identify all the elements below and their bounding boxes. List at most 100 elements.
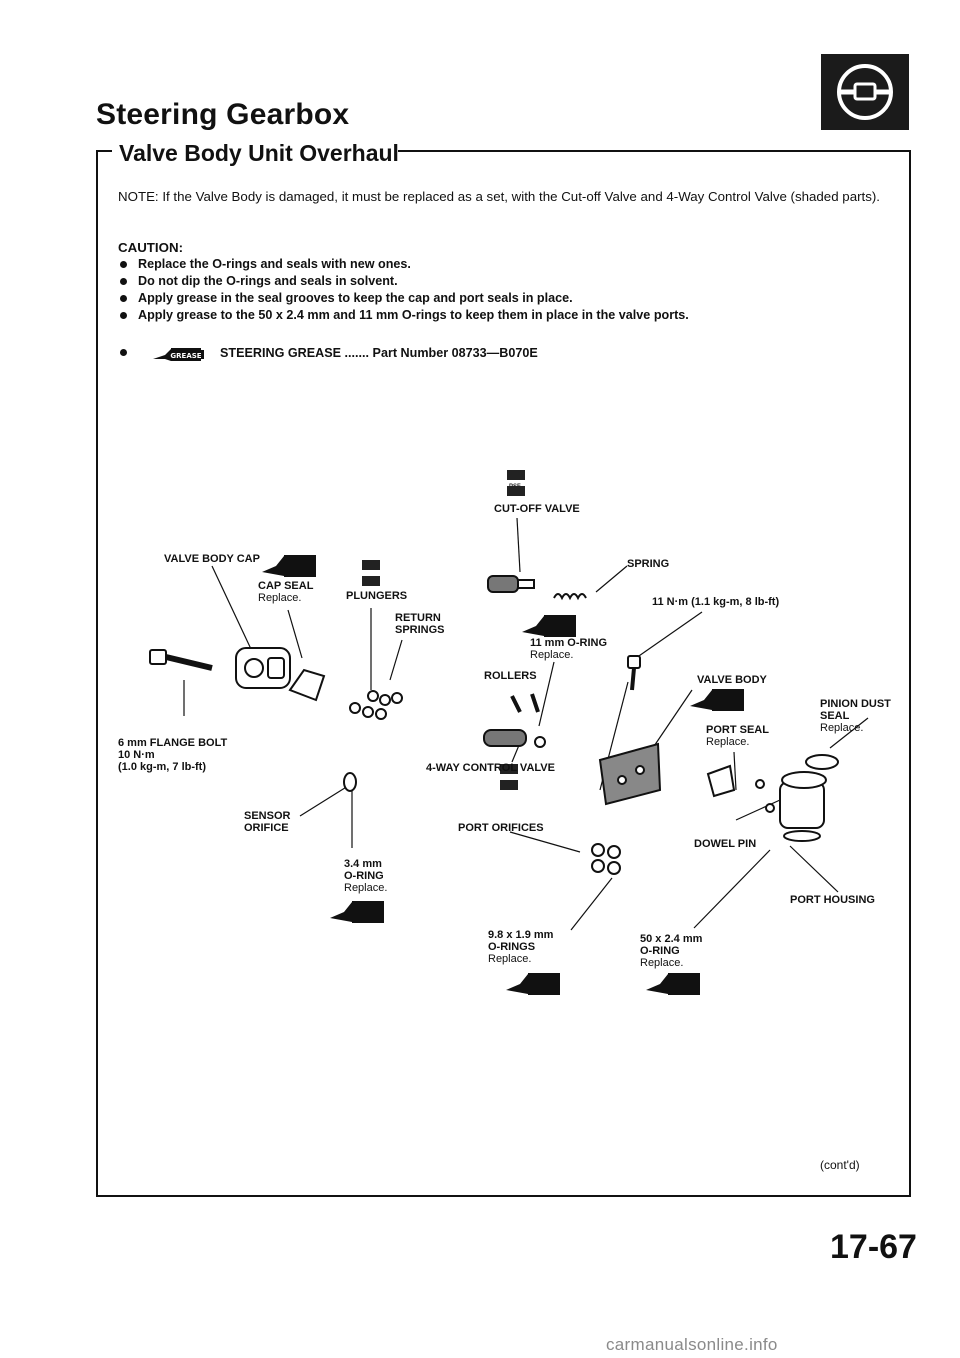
dowel-pin-icon — [755, 779, 765, 789]
port-seal-note: Replace. — [706, 736, 750, 748]
psf-badge-icon — [362, 470, 525, 790]
oring-50-line2: O-RING — [640, 945, 680, 957]
continued-note: (cont'd) — [820, 1158, 860, 1172]
oring-50-line1: 50 x 2.4 mm — [640, 933, 703, 945]
leader-oring-50 — [693, 849, 771, 929]
grease-note: GREASE STEERING GREASE ....... Part Numb… — [118, 343, 538, 363]
leader-port-orifices — [509, 831, 581, 853]
note-text: NOTE: If the Valve Body is damaged, it m… — [118, 189, 880, 204]
label-valve-body-cap: VALVE BODY CAP — [164, 553, 260, 565]
sensor-line2: ORIFICE — [244, 822, 289, 834]
label-cutoff-valve: CUT-OFF VALVE — [494, 503, 580, 515]
flange-bolt-line2: 10 N·m — [118, 749, 155, 761]
label-rollers: ROLLERS — [484, 670, 537, 682]
label-oring-34: 3.4 mm O-RING Replace. — [344, 858, 387, 894]
label-port-orifices: PORT ORIFICES — [458, 822, 544, 834]
pinion-dust-note: Replace. — [820, 722, 864, 734]
label-port-housing: PORT HOUSING — [790, 894, 875, 906]
valve-body-icon — [598, 742, 662, 806]
oring-34-line2: O-RING — [344, 870, 384, 882]
psf-badge-text: PSF — [509, 484, 521, 490]
frame-top-right — [398, 150, 909, 152]
leader-spring — [595, 565, 628, 593]
flange-bolt-line1: 6 mm FLANGE BOLT — [118, 737, 228, 749]
label-plungers: PLUNGERS — [346, 590, 408, 602]
label-torque-11: 11 N·m (1.1 kg-m, 8 lb-ft) — [652, 596, 780, 608]
plunger-icon — [349, 690, 403, 720]
leader-torque — [635, 611, 703, 659]
section-subtitle: Valve Body Unit Overhaul — [119, 140, 399, 166]
leader-cutoff-valve — [516, 517, 521, 573]
steering-wheel-icon — [821, 54, 909, 130]
port-housing-icon — [779, 771, 827, 842]
valve-body-cap-icon — [235, 647, 291, 689]
oring-34-note: Replace. — [344, 882, 388, 894]
parts — [149, 575, 839, 875]
return-springs-line1: RETURN — [395, 612, 441, 624]
leader-return-springs — [389, 639, 403, 681]
grease-badge: GREASE — [170, 352, 201, 360]
label-spring: SPRING — [627, 558, 670, 570]
grease-tube-icon: GREASE — [152, 347, 204, 361]
oring-34-line1: 3.4 mm — [344, 858, 382, 870]
four-way-valve-icon — [483, 729, 546, 748]
cutoff-valve-icon — [487, 575, 535, 593]
caution-item: Replace the O-rings and seals with new o… — [118, 256, 689, 273]
leader-sensor-orifice — [299, 785, 349, 817]
caution-item: Apply grease in the seal grooves to keep… — [118, 290, 689, 307]
caution-heading: CAUTION: — [118, 240, 183, 255]
label-oring-11: 11 mm O-RING Replace. — [530, 637, 607, 661]
sensor-orifice-icon — [343, 772, 357, 792]
label-return-springs: RETURN SPRINGS — [395, 612, 445, 636]
label-cap-seal: CAP SEAL Replace. — [258, 580, 313, 604]
leader-pinion-seal — [829, 717, 869, 749]
leader-port-seal — [733, 751, 737, 791]
label-port-seal: PORT SEAL Replace. — [706, 724, 769, 748]
caution-item: Do not dip the O-rings and seals in solv… — [118, 273, 689, 290]
cap-seal-title: CAP SEAL — [258, 580, 314, 592]
frame-top-left — [96, 150, 112, 152]
label-four-way-valve: 4-WAY CONTROL VALVE — [426, 762, 555, 774]
oring-98-line1: 9.8 x 1.9 mm — [488, 929, 554, 941]
leader-oring-11 — [538, 661, 555, 727]
pinion-dust-line1: PINION DUST — [820, 698, 891, 710]
cap-seal-note: Replace. — [258, 592, 302, 604]
label-pinion-dust-seal: PINION DUST SEAL Replace. — [820, 698, 891, 734]
return-springs-line2: SPRINGS — [395, 624, 445, 636]
caution-item: Apply grease to the 50 x 2.4 mm and 11 m… — [118, 307, 689, 324]
flange-bolt-line3: (1.0 kg-m, 7 lb-ft) — [118, 761, 207, 773]
roller-icon — [510, 693, 540, 713]
label-sensor-orifice: SENSOR ORIFICE — [244, 810, 290, 834]
page-number: 17-67 — [830, 1228, 917, 1266]
label-valve-body: VALVE BODY — [697, 674, 767, 686]
caution-list: Replace the O-rings and seals with new o… — [118, 256, 689, 324]
port-seal-title: PORT SEAL — [706, 724, 769, 736]
bullet-icon — [120, 349, 127, 357]
content-frame — [96, 150, 911, 1197]
label-oring-98: 9.8 x 1.9 mm O-RINGS Replace. — [488, 929, 553, 965]
mounting-bolt-icon — [627, 655, 641, 691]
flange-bolt-icon — [149, 649, 213, 671]
pinion-seal-icon — [805, 754, 839, 770]
page-title: Steering Gearbox — [96, 98, 350, 131]
oring-11-title: 11 mm O-RING — [530, 637, 608, 649]
oring-98-note: Replace. — [488, 953, 532, 965]
oring-98-line2: O-RINGS — [488, 941, 536, 953]
label-flange-bolt: 6 mm FLANGE BOLT 10 N·m (1.0 kg-m, 7 lb-… — [118, 737, 227, 773]
label-dowel-pin: DOWEL PIN — [694, 838, 757, 850]
label-oring-50: 50 x 2.4 mm O-RING Replace. — [640, 933, 702, 969]
spring-icon — [553, 593, 587, 601]
leader-dowel-pin — [735, 799, 781, 821]
grease-tube-icon — [262, 555, 744, 995]
leader-oring-98 — [570, 877, 613, 931]
pinion-dust-line2: SEAL — [820, 710, 850, 722]
port-orifice-icon — [591, 843, 621, 875]
watermark-text: carmanualsonline.info — [606, 1335, 778, 1354]
port-seal-icon — [706, 764, 736, 798]
oring-50-note: Replace. — [640, 957, 684, 969]
leader-cap-seal — [287, 609, 303, 659]
leader-port-housing — [789, 845, 839, 893]
oring-11-note: Replace. — [530, 649, 574, 661]
dowel-pin-icon — [765, 803, 775, 813]
